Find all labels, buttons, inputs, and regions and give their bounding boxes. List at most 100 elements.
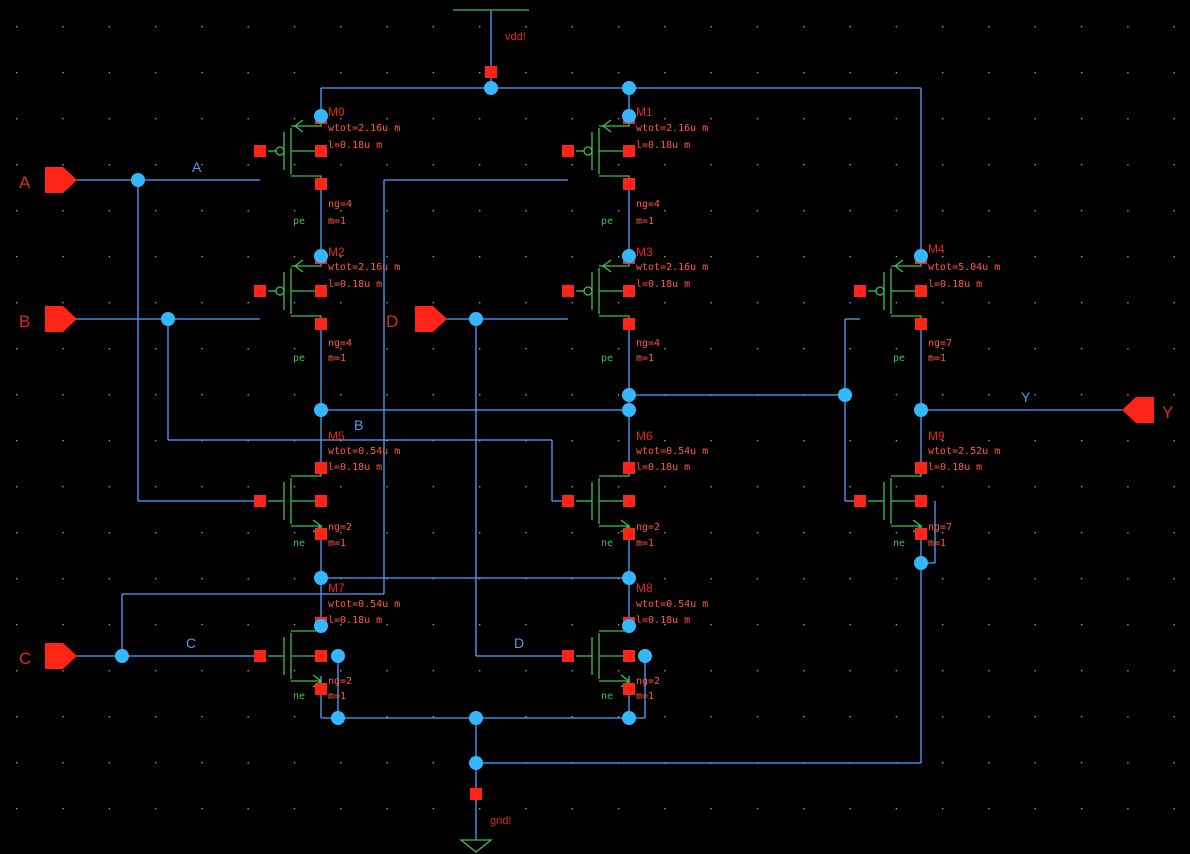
grid-dot (803, 440, 805, 442)
m4-gate-pin[interactable] (854, 285, 866, 297)
m5-symbol[interactable] (268, 468, 323, 534)
m3-gate-pin[interactable] (562, 285, 574, 297)
grid-dot (432, 164, 435, 166)
m0-symbol[interactable] (268, 118, 322, 184)
grid-dot (154, 716, 157, 718)
m0-w: wtot=2.16u m (328, 123, 400, 134)
m7-body-pin[interactable] (315, 650, 327, 662)
m8-gate-pin[interactable] (562, 650, 574, 662)
m9-bottom-pin[interactable] (915, 528, 927, 540)
m5-gate-pin[interactable] (254, 495, 266, 507)
m6-top-pin[interactable] (623, 462, 635, 474)
m2-gate-pin[interactable] (254, 285, 266, 297)
grid-dot (432, 302, 435, 304)
grid-dot (1127, 578, 1129, 580)
m9-symbol[interactable] (868, 468, 923, 534)
m0-bottom-pin[interactable] (315, 178, 327, 190)
m6-symbol[interactable] (576, 468, 631, 534)
m1-ng: ng=4 (636, 199, 660, 210)
m7-bottom-pin[interactable] (315, 683, 327, 695)
gnd-pin[interactable] (470, 788, 482, 800)
m8-bottom-pin[interactable] (623, 683, 635, 695)
grid-dot (803, 118, 805, 120)
m1-body-pin[interactable] (623, 145, 635, 157)
m7-gate-pin[interactable] (254, 650, 266, 662)
m5-top-pin[interactable] (315, 462, 327, 474)
grid-dot (756, 440, 759, 442)
m3-body-pin[interactable] (623, 285, 635, 297)
m8-w: wtot=0.54u m (636, 599, 708, 610)
m1-gate-pin[interactable] (562, 145, 574, 157)
grid-dot (1080, 72, 1083, 74)
grid-dot (340, 808, 342, 810)
pin-d-arrow[interactable] (415, 306, 447, 332)
grid-dot (571, 348, 573, 350)
grid-dot (247, 118, 249, 120)
grid-dot (803, 532, 805, 534)
grid-dot (942, 394, 944, 396)
m4-ng: ng=7 (928, 338, 952, 349)
m1-m: m=1 (636, 216, 654, 227)
pin-c-arrow[interactable] (45, 643, 77, 669)
net-junction (622, 711, 636, 725)
grid-dot (62, 670, 64, 672)
m8-body-pin[interactable] (623, 650, 635, 662)
m2-type: pe (293, 353, 305, 364)
grid-dot (1127, 716, 1129, 718)
m3-symbol[interactable] (576, 258, 630, 324)
m0-l: l=0.18u m (328, 140, 382, 151)
m3-bottom-pin[interactable] (623, 318, 635, 330)
grid-dot (756, 210, 759, 212)
grid-dot (849, 118, 851, 120)
m8-symbol[interactable] (576, 623, 631, 689)
grid-dot (386, 394, 388, 396)
grid-dot (988, 256, 990, 258)
grid-dot (386, 26, 388, 28)
grid-dot (62, 164, 64, 166)
m4-bottom-pin[interactable] (915, 318, 927, 330)
vdd-pin[interactable] (485, 66, 497, 78)
grid-dot (201, 256, 203, 258)
pin-b-arrow[interactable] (45, 306, 77, 332)
grid-dot (617, 440, 620, 442)
grid-dot (432, 624, 435, 626)
grid-dot (988, 26, 990, 28)
m4-symbol[interactable] (868, 258, 922, 324)
net-junction (622, 81, 636, 95)
m2-m: m=1 (328, 353, 346, 364)
m0-gate-pin[interactable] (254, 145, 266, 157)
m9-body-pin[interactable] (915, 495, 927, 507)
grid-dot (432, 210, 435, 212)
m6-bottom-pin[interactable] (623, 528, 635, 540)
m2-symbol[interactable] (268, 258, 322, 324)
m9-gate-pin[interactable] (854, 495, 866, 507)
m9-top-pin[interactable] (915, 462, 927, 474)
m5-bottom-pin[interactable] (315, 528, 327, 540)
grid-dot (803, 302, 805, 304)
net-junction (314, 109, 328, 123)
m1-bottom-pin[interactable] (623, 178, 635, 190)
grid-dot (1080, 762, 1083, 764)
m7-ng: ng=2 (328, 676, 352, 687)
grid-dot (1173, 118, 1175, 120)
grid-dot (525, 808, 527, 810)
grid-dot (942, 624, 944, 626)
grid-dot (386, 118, 388, 120)
m5-ng: ng=2 (328, 522, 352, 533)
m2-bottom-pin[interactable] (315, 318, 327, 330)
grid-dot (479, 256, 481, 258)
m0-body-pin[interactable] (315, 145, 327, 157)
m7-symbol[interactable] (268, 623, 323, 689)
grid-dot (710, 440, 712, 442)
m6-gate-pin[interactable] (562, 495, 574, 507)
m1-symbol[interactable] (576, 118, 630, 184)
m5-body-pin[interactable] (315, 495, 327, 507)
pin-y-arrow[interactable] (1122, 397, 1154, 423)
m2-body-pin[interactable] (315, 285, 327, 297)
m6-body-pin[interactable] (623, 495, 635, 507)
grid-dot (247, 440, 249, 442)
pin-a-arrow[interactable] (45, 167, 77, 193)
grid-dot (16, 716, 18, 718)
m4-body-pin[interactable] (915, 285, 927, 297)
